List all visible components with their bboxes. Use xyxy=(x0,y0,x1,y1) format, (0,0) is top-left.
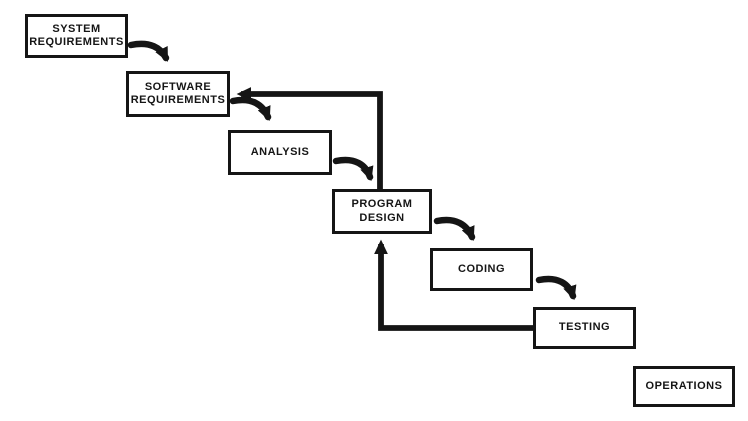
flow-arrow-coding-to-testing xyxy=(535,275,577,301)
flow-arrow-analysis-to-program-design xyxy=(332,156,374,182)
box-analysis: ANALYSIS xyxy=(228,130,332,175)
flow-arrow-system-to-software-requirements xyxy=(127,40,170,62)
box-system-requirements-label: SYSTEM REQUIREMENTS xyxy=(29,22,124,48)
box-software-requirements: SOFTWARE REQUIREMENTS xyxy=(126,71,230,117)
box-operations-label: OPERATIONS xyxy=(645,379,723,392)
box-program-design: PROGRAM DESIGN xyxy=(332,189,432,234)
box-coding-label: CODING xyxy=(458,262,505,275)
flow-arrow-program-design-to-coding xyxy=(433,216,476,242)
flow-arrow-software-requirements-to-analysis xyxy=(229,96,272,122)
box-coding: CODING xyxy=(430,248,533,291)
box-operations: OPERATIONS xyxy=(633,366,735,407)
box-program-design-label: PROGRAM DESIGN xyxy=(351,198,413,224)
box-system-requirements: SYSTEM REQUIREMENTS xyxy=(25,14,128,58)
box-testing: TESTING xyxy=(533,307,636,349)
box-testing-label: TESTING xyxy=(558,321,611,334)
box-analysis-label: ANALYSIS xyxy=(250,145,310,158)
box-software-requirements-label: SOFTWARE REQUIREMENTS xyxy=(130,80,226,106)
